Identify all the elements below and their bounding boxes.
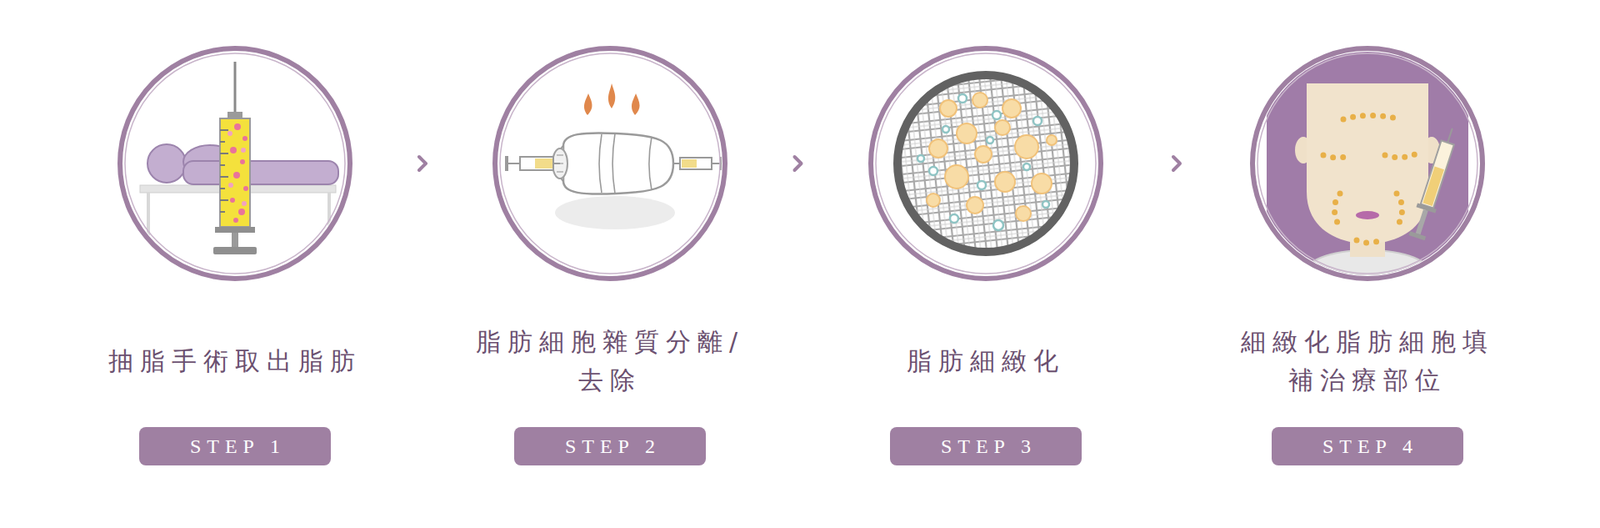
step-label: STEP 1 bbox=[184, 435, 286, 458]
step-circle: 脂肪細緻化 bbox=[868, 45, 1104, 281]
step-label: STEP 4 bbox=[1316, 435, 1419, 458]
step-caption: 抽脂手術取出脂肪 bbox=[97, 341, 373, 380]
step-chevron bbox=[352, 156, 493, 170]
step-label: STEP 2 bbox=[559, 435, 661, 458]
circle-outline bbox=[868, 45, 1104, 281]
circle-outline bbox=[117, 45, 353, 281]
step-circle: 脂肪細胞雜質分離/去除 bbox=[492, 45, 728, 281]
step-pill: STEP 1 bbox=[139, 426, 331, 465]
step-circle: 抽脂手術取出脂肪 bbox=[117, 45, 353, 281]
face-injection-icon bbox=[1250, 45, 1485, 284]
step-pill: STEP 3 bbox=[890, 426, 1082, 465]
step-circle: 細緻化脂肪細胞填補治療部位 bbox=[1250, 45, 1485, 281]
step-caption: 脂肪細緻化 bbox=[848, 341, 1124, 380]
centrifuge-icon bbox=[505, 83, 724, 230]
step-label: STEP 3 bbox=[935, 435, 1037, 458]
step-caption: 脂肪細胞雜質分離/去除 bbox=[472, 322, 748, 400]
step-chevron bbox=[727, 156, 869, 170]
step-pill: STEP 4 bbox=[1271, 426, 1464, 465]
mesh-filter-icon bbox=[897, 75, 1075, 252]
step-pill: STEP 2 bbox=[514, 426, 706, 465]
circle-outline bbox=[1250, 45, 1485, 281]
liposuction-icon bbox=[140, 61, 339, 255]
step-caption: 細緻化脂肪細胞填補治療部位 bbox=[1230, 322, 1505, 400]
circle-outline bbox=[492, 45, 728, 281]
step-chevron bbox=[1103, 156, 1250, 170]
